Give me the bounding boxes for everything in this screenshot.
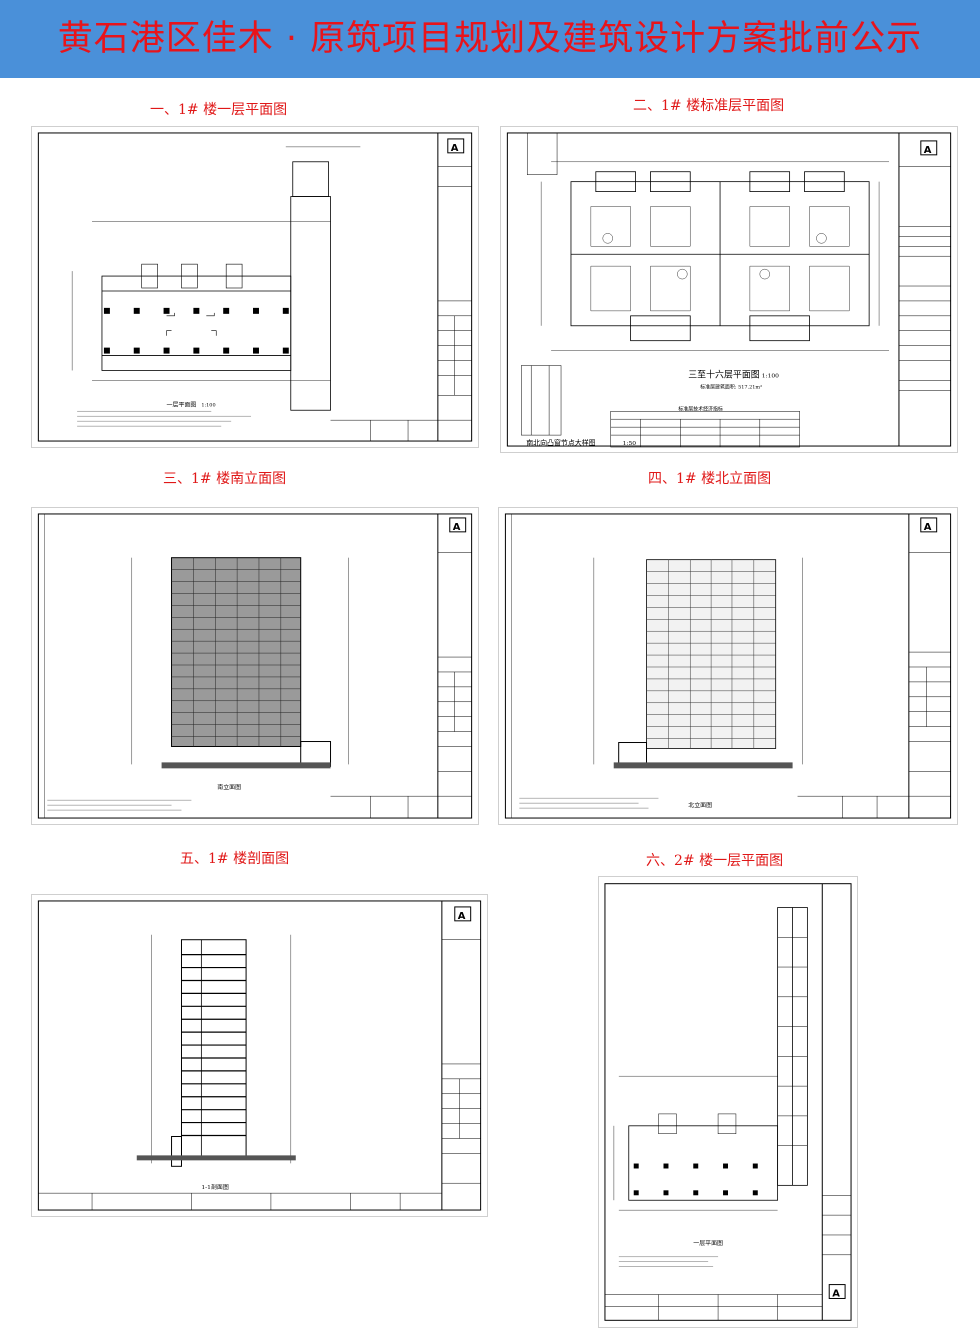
svg-text:A: A (924, 522, 932, 533)
caption-1-section: 五、1# 楼剖面图 (180, 851, 290, 867)
svg-text:A: A (458, 911, 466, 922)
drawing-sheet-1-ground-floor-plan: A (31, 126, 479, 448)
svg-text:A: A (832, 1288, 840, 1299)
page-title: 黄石港区佳木 · 原筑项目规划及建筑设计方案批前公示 (57, 19, 923, 59)
standard-floor-area-note: 标准层建筑面积: 517.21m² (700, 383, 762, 390)
header-banner (0, 0, 980, 78)
drawing-title: 三至十六层平面图 (688, 368, 760, 380)
svg-text:A: A (451, 143, 459, 154)
drawing-sheet-1-section: A 1-1剖面图 (31, 894, 488, 1217)
caption-1-north-elevation: 四、1# 楼北立面图 (648, 471, 772, 487)
technical-index-table-title: 标准层技术经济指标 (678, 405, 723, 412)
drawing-title: 北立面图 (688, 801, 712, 809)
caption-1-ground-floor-plan: 一、1# 楼一层平面图 (150, 102, 288, 118)
caption-1-standard-floor-plan: 二、1# 楼标准层平面图 (633, 98, 785, 114)
bay-window-detail-title: 南北向凸窗节点大样图 (526, 438, 595, 447)
drawing-scale: 1:100 (762, 372, 779, 379)
drawing-sheet-2-ground-floor-plan: A (598, 876, 858, 1328)
caption-2-ground-floor-plan: 六、2# 楼一层平面图 (646, 853, 784, 869)
svg-text:A: A (453, 522, 461, 533)
drawing-sheet-1-south-elevation: A 南立面图 (31, 507, 479, 825)
drawing-title: 一层平面图 (167, 401, 197, 408)
drawing-sheet-1-north-elevation: A 北立面图 (498, 507, 958, 825)
svg-text:A: A (924, 145, 932, 156)
caption-1-south-elevation: 三、1# 楼南立面图 (163, 471, 287, 487)
drawing-title: 一层平面图 (693, 1240, 723, 1247)
drawing-title: 南立面图 (217, 783, 241, 791)
drawing-sheet-1-standard-floor-plan: A 三至十六层平面图 1:1 (500, 126, 958, 453)
drawing-title: 1-1剖面图 (201, 1183, 228, 1191)
drawing-scale: 1:100 (201, 402, 215, 408)
detail-scale: 1:50 (623, 440, 637, 447)
